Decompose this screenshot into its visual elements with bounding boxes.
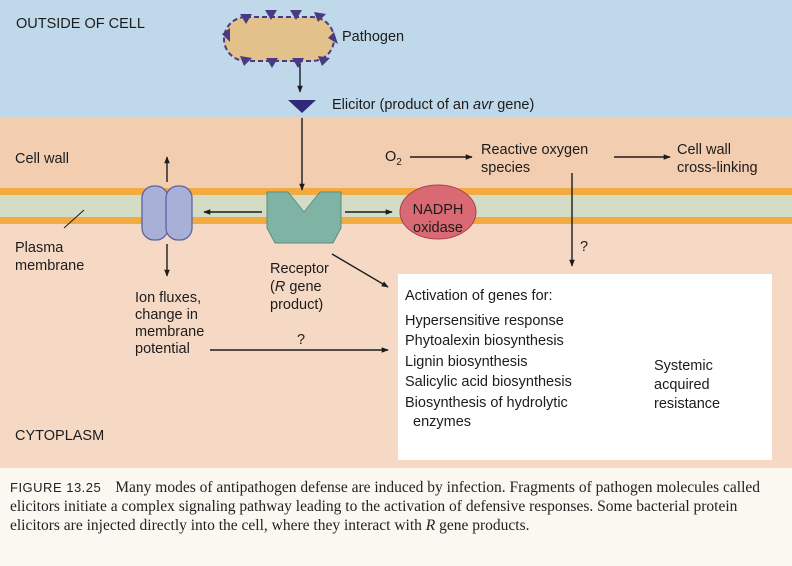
activation-title: Activation of genes for: — [405, 288, 553, 304]
receptor-label-3: product) — [270, 297, 324, 313]
gene-item: Salicylic acid biosynthesis — [405, 374, 572, 390]
sar-label-2: acquired — [654, 377, 710, 393]
plasma-membrane-core — [0, 195, 792, 217]
gene-item: Hypersensitive response — [405, 313, 564, 329]
ion-label-1: Ion fluxes, — [135, 290, 202, 306]
nadph-label-1: NADPH — [412, 202, 464, 218]
question-mark-ros: ? — [580, 239, 589, 255]
caption-text: Many modes of antipathogen defense are i… — [10, 479, 761, 534]
ion-label-4: potential — [135, 341, 190, 357]
cell-wall-label: Cell wall — [15, 151, 69, 167]
pathogen-label: Pathogen — [342, 29, 405, 45]
ros-label-2: species — [481, 160, 531, 176]
crosslink-label-2: cross-linking — [677, 160, 758, 176]
sar-label-3: resistance — [654, 396, 721, 412]
cell-wall-region — [0, 118, 792, 188]
plasma-membrane-label-1: Plasma — [15, 240, 64, 256]
nadph-label-2: oxidase — [413, 220, 463, 236]
o2-label: O2 — [385, 149, 402, 168]
nadph-oxidase-shape — [399, 184, 477, 240]
plasma-membrane-label-2: membrane — [15, 258, 85, 274]
caption-tail: gene products. — [435, 517, 530, 534]
ros-label-1: Reactive oxygen — [481, 142, 589, 158]
cytoplasm-label: CYTOPLASM — [15, 428, 105, 444]
gene-item: enzymes — [413, 414, 472, 430]
ion-label-3: membrane — [135, 324, 205, 340]
ion-label-2: change in — [135, 307, 198, 323]
question-mark-ion: ? — [297, 332, 306, 348]
crosslink-label-1: Cell wall — [677, 142, 731, 158]
pathogen-shape — [222, 10, 338, 68]
elicitor-triangle — [288, 100, 316, 113]
receptor-label-1: Receptor — [270, 261, 329, 277]
gene-item: Lignin biosynthesis — [405, 354, 528, 370]
gene-item: Biosynthesis of hydrolytic — [405, 395, 568, 411]
caption-gene: R — [425, 517, 436, 534]
outside-label: OUTSIDE OF CELL — [16, 16, 145, 32]
gene-activation-panel — [398, 274, 772, 460]
figure-label: FIGURE 13.25 — [10, 480, 102, 495]
ion-channel-shape — [141, 185, 193, 241]
elicitor-label: Elicitor (product of an avr gene) — [332, 97, 535, 113]
sar-label-1: Systemic — [654, 358, 713, 374]
outside-region — [0, 0, 792, 118]
receptor-shape — [266, 191, 342, 244]
receptor-label-2: (R gene — [270, 279, 322, 295]
gene-item: Phytoalexin biosynthesis — [405, 333, 564, 349]
